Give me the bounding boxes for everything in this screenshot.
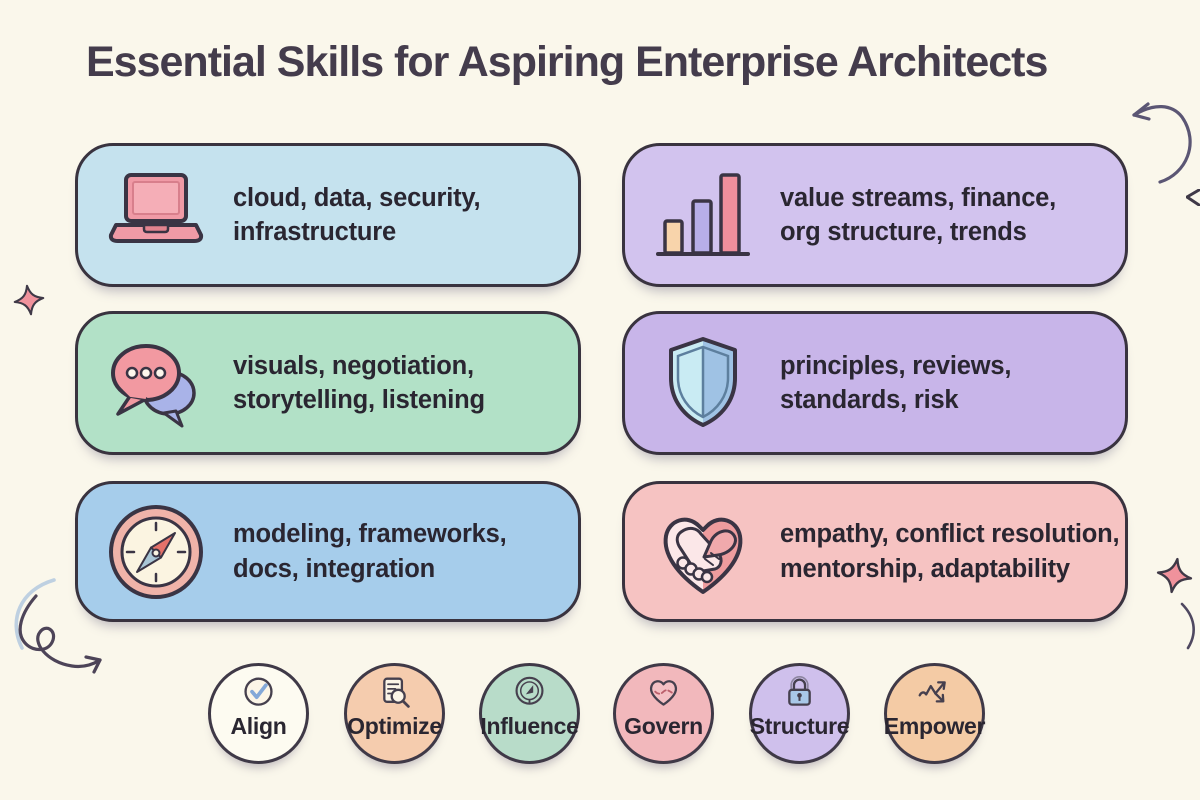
document-search-icon — [383, 677, 410, 708]
card-text: principles, reviews, standards, risk — [780, 351, 1012, 414]
skill-card-business: value streams, finance, org structure, t… — [622, 143, 1128, 287]
badge-influence: Influence — [479, 663, 580, 764]
skill-card-people: empathy, conflict resolution, mentorship… — [622, 481, 1128, 622]
badge-label: Align — [230, 713, 287, 739]
compass-icon — [106, 500, 206, 604]
badge-optimize: Optimize — [344, 663, 445, 764]
card-text: cloud, data, security, infrastructure — [233, 183, 481, 246]
heart-pulse-icon — [649, 680, 678, 706]
badge-govern: Govern — [613, 663, 714, 764]
small-curve-icon — [1180, 602, 1195, 650]
card-text: visuals, negotiation, storytelling, list… — [233, 351, 485, 414]
card-text: modeling, frameworks, docs, integration — [233, 520, 507, 583]
shield-icon — [653, 331, 753, 435]
sparkle-icon — [1156, 557, 1193, 594]
check-circle-icon — [244, 677, 273, 706]
page-title: Essential Skills for Aspiring Enterprise… — [86, 38, 1048, 86]
gauge-arrow-icon — [515, 676, 544, 705]
skill-card-frameworks: modeling, frameworks, docs, integration — [75, 481, 581, 622]
trend-arrows-icon — [918, 681, 946, 703]
badge-label: Empower — [883, 713, 986, 739]
badge-align: Align — [208, 663, 309, 764]
badge-empower: Empower — [883, 663, 986, 764]
sparkle-icon — [13, 284, 45, 316]
badge-label: Structure — [749, 713, 850, 739]
badge-label: Govern — [624, 713, 703, 739]
lock-icon — [788, 676, 811, 706]
laptop-icon — [106, 163, 206, 267]
skill-card-communication: visuals, negotiation, storytelling, list… — [75, 311, 581, 455]
skill-card-technology: cloud, data, security, infrastructure — [75, 143, 581, 287]
handshake-heart-icon — [653, 500, 753, 604]
badge-label: Influence — [480, 713, 579, 739]
badge-label: Optimize — [347, 713, 442, 739]
card-text: value streams, finance, org structure, t… — [780, 183, 1057, 246]
small-arrowhead-icon — [1186, 189, 1200, 206]
chat-bubbles-icon — [106, 331, 206, 435]
loop-arrow-icon — [14, 578, 102, 674]
badge-structure: Structure — [749, 663, 850, 764]
skill-card-governance: principles, reviews, standards, risk — [622, 311, 1128, 455]
curved-arrow-icon — [1132, 102, 1192, 184]
bar-chart-icon — [653, 163, 753, 267]
card-text: empathy, conflict resolution, mentorship… — [780, 520, 1120, 583]
